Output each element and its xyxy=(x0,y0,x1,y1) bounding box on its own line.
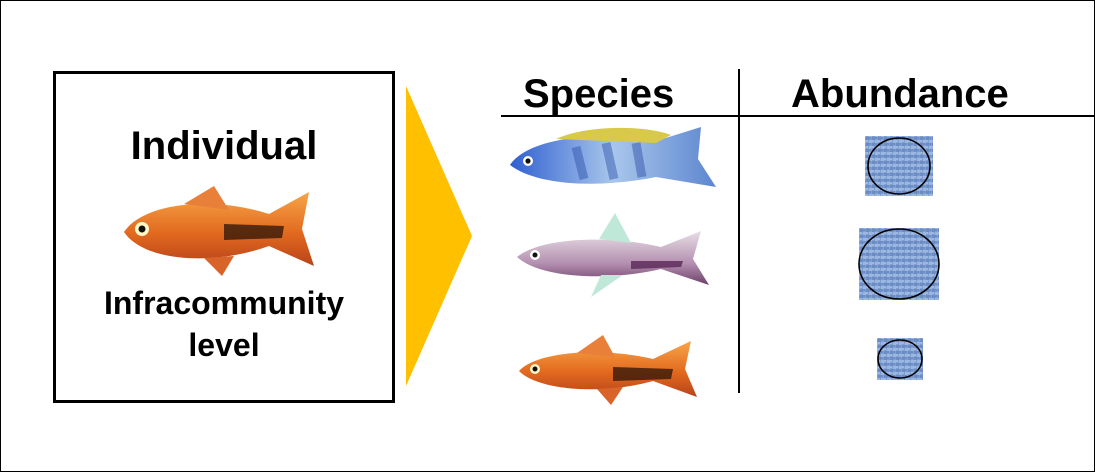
individual-title: Individual xyxy=(56,124,392,169)
infracommunity-caption: Infracommunity level xyxy=(56,282,392,366)
blue-cichlid-fish-icon xyxy=(506,123,721,193)
orange-fish-icon xyxy=(104,174,344,284)
abundance-header: Abundance xyxy=(791,72,1009,117)
abundance-low-circle xyxy=(875,336,925,382)
orange-fish-icon xyxy=(513,329,718,409)
silver-purple-fish-icon xyxy=(511,211,721,301)
column-divider xyxy=(738,69,740,393)
header-divider xyxy=(501,115,1095,117)
species-header: Species xyxy=(523,72,674,117)
abundance-high-circle xyxy=(857,226,941,302)
arrow-right-icon xyxy=(406,86,476,386)
infracommunity-panel: Individual Infracommunity level xyxy=(53,71,395,403)
caption-line-1: Infracommunity xyxy=(56,282,392,324)
caption-line-2: level xyxy=(56,324,392,366)
abundance-medium-circle xyxy=(863,134,935,198)
